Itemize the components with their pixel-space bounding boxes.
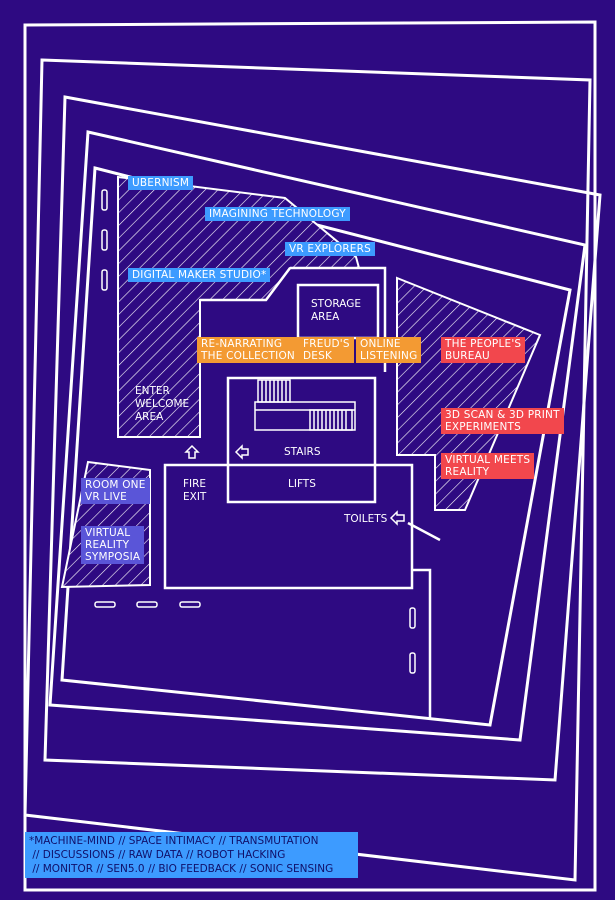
stair-core xyxy=(226,376,377,504)
toilets-arrow xyxy=(389,510,405,526)
label-ubernism: UBERNISM xyxy=(128,176,194,190)
label-toilets: TOILETS xyxy=(344,513,388,525)
label-lifts: LIFTS xyxy=(288,478,316,490)
wall-e xyxy=(412,568,432,720)
outer-shell-3 xyxy=(43,95,602,782)
window-slit xyxy=(136,601,158,608)
label-room-one: ROOM ONE VR LIVE xyxy=(81,478,150,504)
label-freuds-desk: FREUD'S DESK xyxy=(299,337,354,363)
window-slit xyxy=(409,607,416,629)
label-virtual-meets-reality: VIRTUAL MEETS REALITY xyxy=(441,453,535,479)
label-vr-explorers: VR EXPLORERS xyxy=(285,242,376,256)
window-slit xyxy=(409,652,416,674)
label-online-listening: ONLINE LISTENING xyxy=(356,337,422,363)
label-imagining-technology: IMAGINING TECHNOLOGY xyxy=(205,207,350,221)
peoples-bureau-zone xyxy=(396,276,542,511)
label-storage-area: STORAGE AREA xyxy=(311,298,361,323)
footnote-line: // DISCUSSIONS // RAW DATA // ROBOT HACK… xyxy=(29,849,286,861)
footnote-line: *MACHINE-MIND // SPACE INTIMACY // TRANS… xyxy=(29,835,319,847)
lower-hall xyxy=(163,463,414,590)
footnote-line: // MONITOR // SEN5.0 // BIO FEEDBACK // … xyxy=(29,863,334,875)
label-peoples-bureau: THE PEOPLE'S BUREAU xyxy=(441,337,526,363)
window-slit xyxy=(101,269,108,291)
label-digital-maker-studio: DIGITAL MAKER STUDIO* xyxy=(128,268,271,282)
outer-shell-5 xyxy=(60,166,572,727)
footnote-box: *MACHINE-MIND // SPACE INTIMACY // TRANS… xyxy=(25,832,358,878)
window-slit xyxy=(101,229,108,251)
label-symposia: VIRTUAL REALITY SYMPOSIA xyxy=(81,526,145,564)
stairs-drawing xyxy=(254,379,356,431)
label-enter-welcome-area: ENTER WELCOME AREA xyxy=(135,385,190,423)
entrance-arrow xyxy=(184,444,200,459)
window-slit xyxy=(94,601,116,608)
label-stairs: STAIRS xyxy=(284,446,321,458)
label-re-narrating: RE-NARRATING THE COLLECTION xyxy=(197,337,299,363)
stairs-arrow xyxy=(234,444,249,460)
outer-shell-1 xyxy=(23,20,597,892)
outer-shell-2 xyxy=(23,58,592,882)
window-slit xyxy=(101,189,108,211)
label-fire-exit: FIRE EXIT xyxy=(183,478,207,503)
inner-wall-left xyxy=(200,267,291,302)
outer-shell-4 xyxy=(48,130,587,742)
window-slit xyxy=(179,601,201,608)
wall-f xyxy=(407,521,441,542)
label-3d-scan: 3D SCAN & 3D PRINT EXPERIMENTS xyxy=(441,408,564,434)
